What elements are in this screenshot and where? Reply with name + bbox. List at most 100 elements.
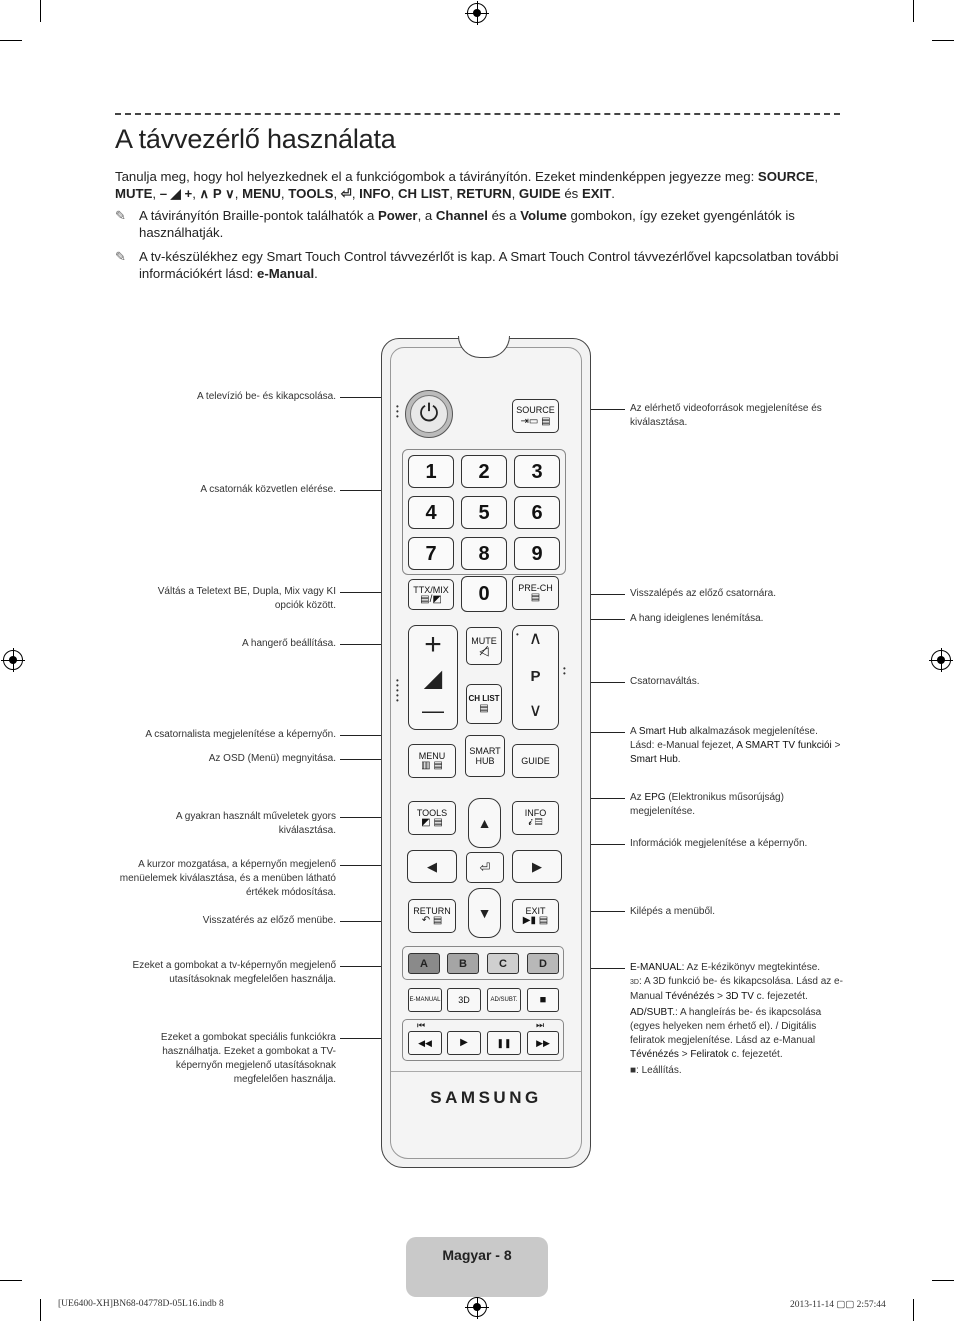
crop-mark [40,0,41,22]
label-info: Információk megjelenítése a képernyőn. [630,838,808,849]
crop-mark [913,0,914,22]
media-button-frame [402,1019,564,1061]
braille-dots: • •• [396,402,399,421]
registration-mark-icon [465,1,489,25]
footer-timestamp: 2013-11-14 ▢▢ 2:57:44 [790,1300,886,1310]
volume-up-icon[interactable]: + [424,628,442,661]
menu-icon: ▥ ▤ [421,760,443,771]
stop-button[interactable]: ■ [527,988,559,1012]
tools-button[interactable]: TOOLS ◩ ▤ [408,801,456,835]
right-arrow-button[interactable]: ▶ [512,850,562,883]
e-manual-button[interactable]: E-MANUAL [408,988,442,1012]
number-button-2[interactable]: 2 [461,455,507,488]
color-button-c[interactable]: C [487,953,519,974]
teletext-icon: ▤/◩ [420,593,442,605]
number-button-9[interactable]: 9 [514,537,560,570]
registration-mark-icon [929,648,953,672]
leader-line [340,592,408,593]
ad-subt-button[interactable]: AD/SUBT. [487,988,521,1012]
registration-mark-icon [1,648,25,672]
down-arrow-icon: ▼ [477,905,492,921]
label-special: Ezeket a gombokat speciális funkciókra h… [160,1032,336,1085]
dashed-rule [115,113,840,115]
guide-button[interactable]: GUIDE [512,744,559,778]
channel-rocker[interactable] [512,625,559,730]
crop-mark [0,1280,22,1281]
pencil-icon: ✎ [115,249,126,264]
volume-rocker[interactable] [408,625,458,730]
fast-forward-button[interactable]: ▶▶ [527,1031,559,1055]
next-icon: ⏭ [536,1020,545,1030]
label-return: Visszatérés az előző menübe. [202,915,336,926]
3d-icon: 3D [630,979,639,986]
braille-dots: • [516,630,519,639]
pre-ch-button[interactable]: PRE-CH ▤ [512,576,559,610]
crop-mark [932,40,954,41]
mute-button[interactable]: MUTE ◁̸ [466,627,502,665]
color-button-d[interactable]: D [527,953,559,974]
number-button-4[interactable]: 4 [408,496,454,529]
enter-button[interactable]: ⏎ [466,852,504,883]
page-number-tab [406,1237,548,1297]
power-button[interactable]: ⏻ [405,390,453,438]
enter-icon: ⏎ [340,186,352,201]
label-prech: Visszalépés az előző csatornára. [630,588,777,599]
down-arrow-button[interactable]: ▼ [468,888,501,938]
number-button-0[interactable]: 0 [461,576,507,612]
volume-down-icon[interactable]: — [422,698,444,723]
leader-line [340,817,408,818]
number-button-3[interactable]: 3 [514,455,560,488]
ttx-mix-button[interactable]: TTX/MIX ▤/◩ [408,579,454,610]
up-arrow-icon: ▲ [477,815,492,831]
pause-button[interactable]: ❚❚ [487,1031,521,1055]
return-button[interactable]: RETURN ↶ ▤ [408,899,456,933]
power-icon: ⏻ [410,395,448,433]
channel-up-icon[interactable]: ∧ [528,628,543,648]
leader-line [580,798,625,799]
number-button-1[interactable]: 1 [408,455,454,488]
leader-line [340,966,402,967]
mute-icon: ◁̸ [479,644,489,658]
page-title: A távvezérlő használata [115,124,396,154]
crop-mark [932,1280,954,1281]
info-button[interactable]: INFO 𝓲 ▤ [512,801,559,835]
registration-mark-icon [465,1295,489,1319]
leader-line [340,397,407,398]
left-arrow-button[interactable]: ◀ [407,850,457,883]
label-ttx: Váltás a Teletext BE, Dupla, Mix vagy KI… [157,586,336,611]
leader-line [340,759,408,760]
note-braille: ✎ A távirányítón Braille-pontok találhat… [115,208,795,240]
braille-dots: •• •• • [396,676,399,705]
pencil-icon: ✎ [115,208,126,223]
label-numbers: A csatornák közvetlen elérése. [200,484,336,495]
number-button-7[interactable]: 7 [408,537,454,570]
channel-down-icon[interactable]: ∨ [528,700,543,720]
menu-button[interactable]: MENU ▥ ▤ [408,744,456,778]
rewind-button[interactable]: ◀◀ [408,1031,442,1055]
leader-line [340,865,408,866]
number-button-5[interactable]: 5 [461,496,507,529]
crop-mark [913,1299,914,1321]
exit-button[interactable]: EXIT ▶▮ ▤ [512,899,559,933]
label-tools: A gyakran használt műveletek gyors kivál… [175,811,336,836]
play-button[interactable]: ▶ [447,1031,481,1055]
source-button[interactable]: SOURCE ⇥▭ ▤ [512,399,559,433]
exit-icon: ▶▮ ▤ [522,915,549,926]
number-button-6[interactable]: 6 [514,496,560,529]
label-channel: Csatornaváltás. [630,676,700,687]
label-cursor: A kurzor mozgatása, a képernyőn megjelen… [119,859,336,898]
label-source: Az elérhető videoforrások megjelenítése … [630,403,822,428]
label-menu: Az OSD (Menü) megnyitása. [208,753,336,764]
ch-list-button[interactable]: CH LIST ▤ [466,684,502,724]
smart-hub-button[interactable]: SMART HUB [465,735,505,777]
color-button-b[interactable]: B [447,953,479,974]
leader-line [560,682,625,683]
leader-line [340,921,408,922]
leader-line [580,844,625,845]
number-button-8[interactable]: 8 [461,537,507,570]
up-arrow-button[interactable]: ▲ [468,798,501,848]
color-button-a[interactable]: A [408,953,440,974]
3d-button[interactable]: 3D [447,988,481,1012]
leader-line [560,409,625,410]
label-chlist: A csatornalista megjelenítése a képernyő… [145,729,336,740]
